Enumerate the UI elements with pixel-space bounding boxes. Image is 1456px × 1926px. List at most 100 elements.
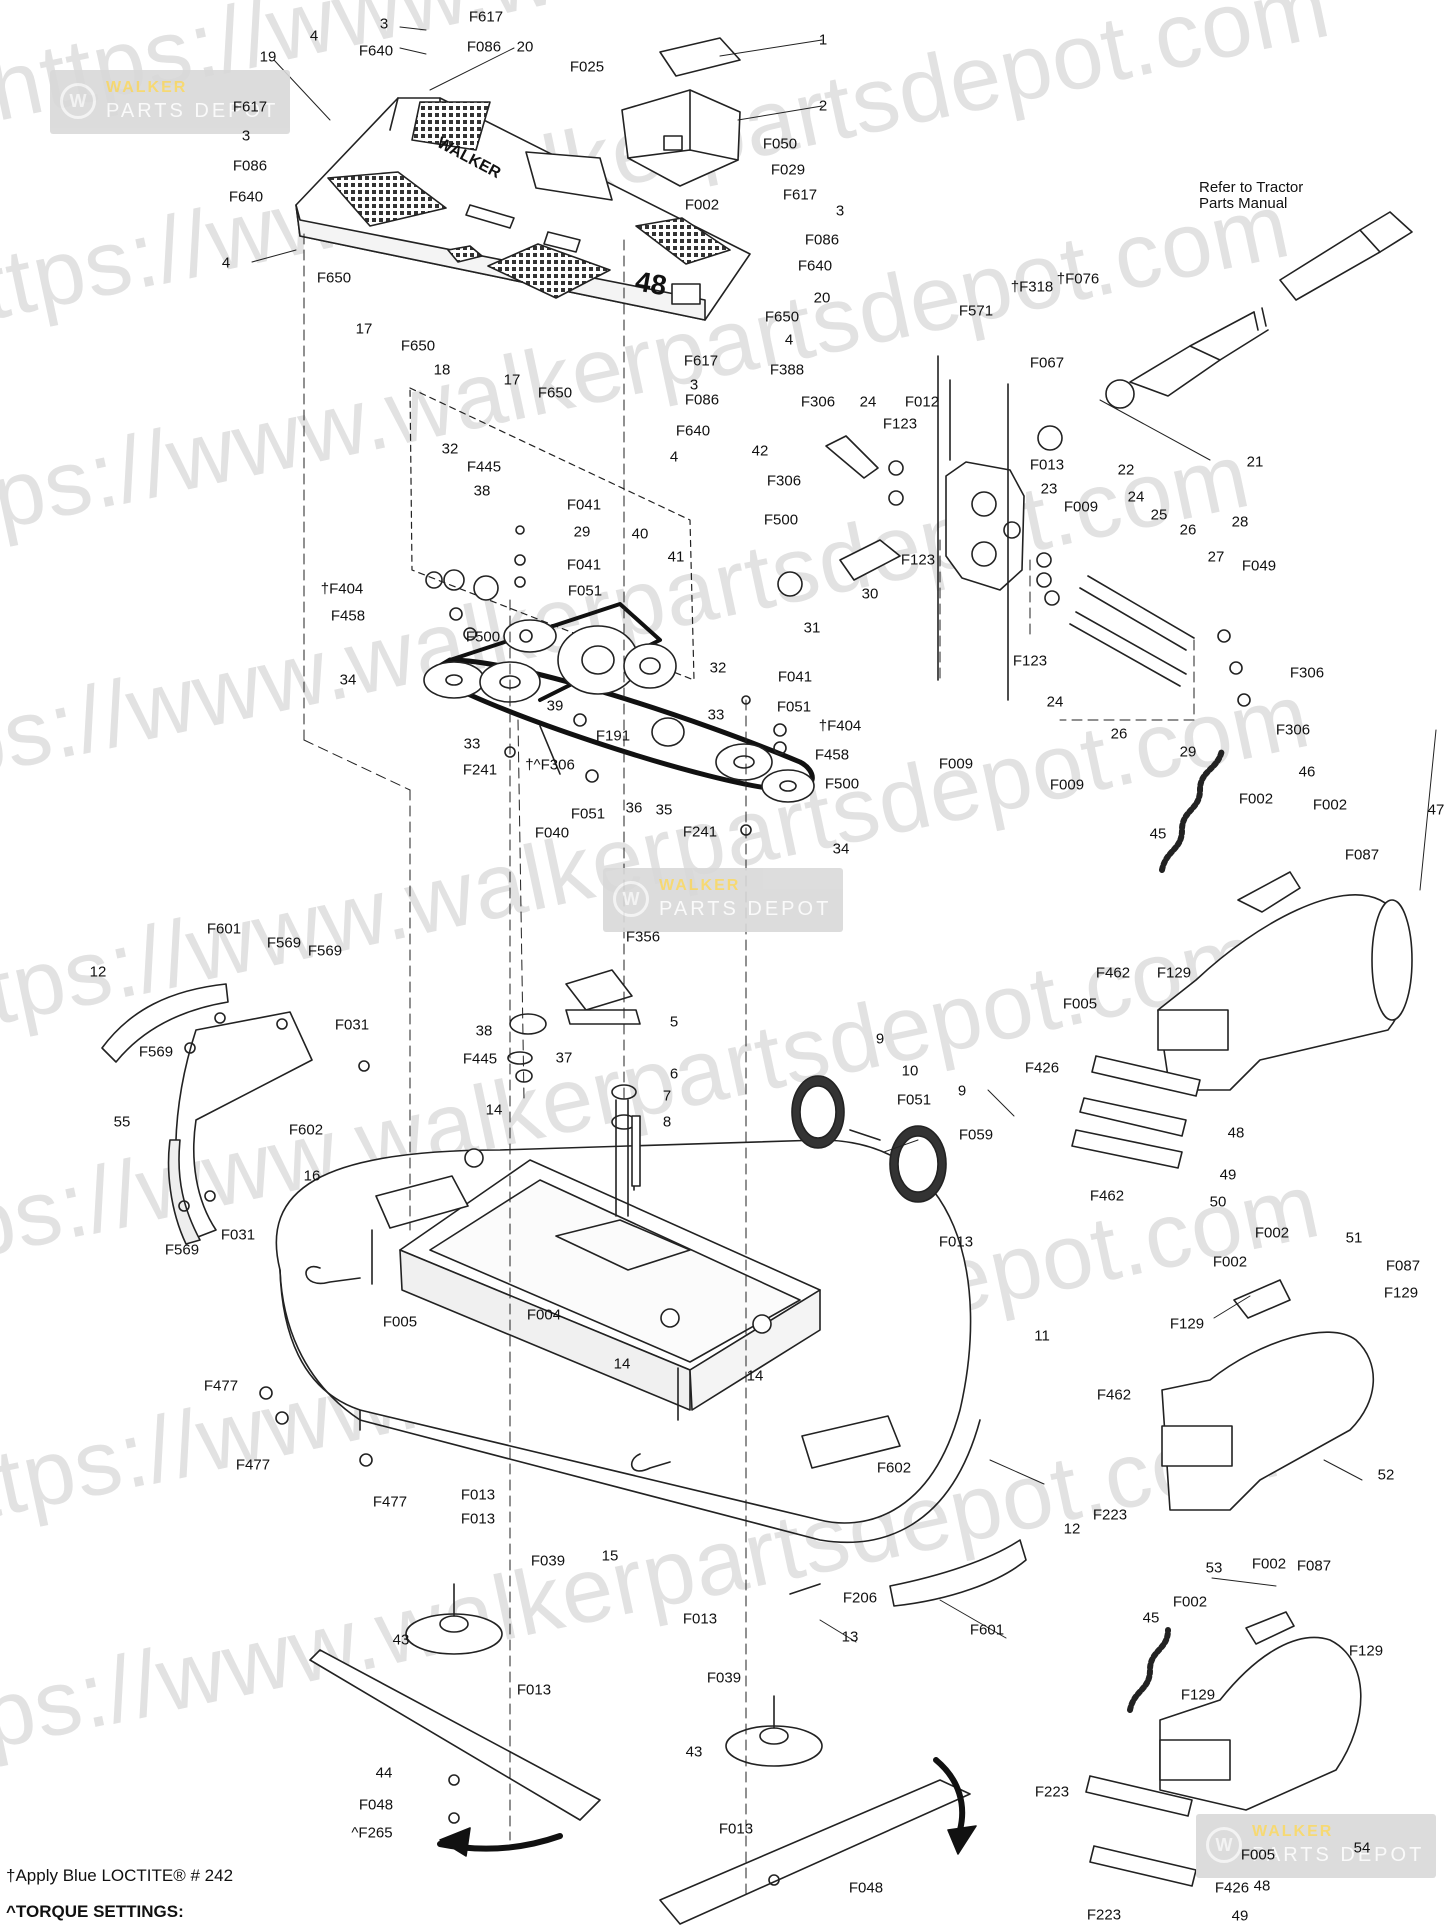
deck-cover: 48 WALKER	[295, 97, 751, 321]
part-callout-label: F640	[797, 257, 833, 275]
logo-line-2: PARTS DEPOT	[1252, 1844, 1425, 1866]
part-callout-label: F426	[1024, 1059, 1060, 1077]
left-deflector-shields	[101, 983, 370, 1245]
part-callout-label: F388	[769, 361, 805, 379]
part-callout-label: F129	[1383, 1284, 1419, 1302]
right-deflector-and-blades	[309, 1075, 1027, 1925]
leader-lines	[251, 26, 1437, 1643]
part-callout-label: 49	[1219, 1166, 1237, 1184]
part-callout-label: F129	[1348, 1642, 1384, 1660]
part-callout-label: 11	[1034, 1327, 1050, 1345]
part-callout-label: F051	[567, 582, 603, 600]
part-callout-label: 47	[1427, 801, 1445, 819]
part-callout-label: F617	[683, 352, 719, 370]
part-callout-label: 37	[555, 1049, 573, 1067]
part-callout-label: F500	[763, 511, 799, 529]
part-callout-label: F041	[777, 668, 813, 686]
part-callout-label: 53	[1205, 1559, 1223, 1577]
walker-logo-icon: W	[1206, 1827, 1242, 1863]
part-callout-label: 50	[1209, 1193, 1227, 1211]
part-callout-label: F650	[316, 269, 352, 287]
part-callout-label: F012	[904, 393, 940, 411]
part-callout-label: F458	[814, 746, 850, 764]
part-callout-label: 14	[746, 1367, 764, 1385]
part-callout-label: 20	[516, 38, 534, 56]
part-callout-label: †F404	[320, 580, 364, 598]
part-callout-label: F569	[266, 934, 302, 952]
part-callout-label: 45	[1149, 825, 1167, 843]
part-callout-label: F013	[682, 1610, 718, 1628]
part-callout-label: 43	[392, 1631, 410, 1649]
part-callout-label: F086	[684, 391, 720, 409]
part-callout-label: F039	[530, 1552, 566, 1570]
part-callout-label: 40	[631, 525, 649, 543]
part-callout-label: 52	[1377, 1466, 1395, 1484]
part-callout-label: 3	[379, 15, 389, 33]
part-callout-label: 38	[473, 482, 491, 500]
part-callout-label: F005	[382, 1313, 418, 1331]
part-callout-label: F031	[220, 1226, 256, 1244]
part-callout-label: 39	[546, 697, 564, 715]
part-callout-label: 12	[89, 963, 107, 981]
part-callout-label: 35	[655, 801, 673, 819]
part-callout-label: 19	[259, 48, 277, 66]
part-callout-label: F241	[682, 823, 718, 841]
part-callout-label: F025	[569, 58, 605, 76]
part-callout-label: F123	[882, 415, 918, 433]
part-callout-label: 9	[875, 1030, 885, 1048]
part-callout-label: 48	[1227, 1124, 1245, 1142]
part-callout-label: F086	[804, 231, 840, 249]
reference-line-2: Parts Manual	[1199, 195, 1288, 212]
part-callout-label: F477	[203, 1377, 239, 1395]
part-callout-label: F617	[468, 8, 504, 26]
part-callout-label: 25	[1150, 506, 1168, 524]
part-callout-label: 41	[667, 548, 685, 566]
part-callout-label: F617	[232, 98, 268, 116]
part-callout-label: F477	[235, 1456, 271, 1474]
part-callout-label: F617	[782, 186, 818, 204]
part-callout-label: F650	[400, 337, 436, 355]
part-callout-label: 26	[1110, 725, 1128, 743]
part-callout-label: F445	[466, 458, 502, 476]
part-callout-label: F426	[1214, 1879, 1250, 1897]
part-callout-label: 51	[1345, 1229, 1363, 1247]
part-callout-label: F206	[842, 1589, 878, 1607]
part-callout-label: F306	[766, 472, 802, 490]
part-callout-label: F223	[1086, 1906, 1122, 1924]
part-callout-label: 3	[835, 202, 845, 220]
part-callout-label: 34	[339, 671, 357, 689]
part-callout-label: F571	[958, 302, 994, 320]
part-callout-label: 9	[957, 1082, 967, 1100]
part-callout-label: F602	[288, 1121, 324, 1139]
watermark-logo-badge: W WALKER PARTS DEPOT	[50, 70, 290, 134]
part-callout-label: 6	[669, 1065, 679, 1083]
part-callout-label: 12	[1063, 1520, 1081, 1538]
tractor-manual-reference: Refer to Tractor Parts Manual	[1199, 180, 1303, 212]
part-callout-label: F241	[462, 761, 498, 779]
part-callout-label: F191	[595, 727, 631, 745]
part-callout-label: 24	[859, 393, 877, 411]
part-callout-label: 1	[818, 31, 828, 49]
part-callout-label: F040	[534, 824, 570, 842]
part-callout-label: F041	[566, 496, 602, 514]
part-callout-label: F050	[762, 135, 798, 153]
part-callout-label: F002	[684, 196, 720, 214]
part-callout-label: 22	[1117, 461, 1135, 479]
deck-size-mark: 48	[633, 265, 669, 301]
part-callout-label: 10	[901, 1062, 919, 1080]
part-callout-label: F002	[1212, 1253, 1248, 1271]
part-callout-label: 54	[1353, 1839, 1371, 1857]
part-callout-label: F039	[706, 1669, 742, 1687]
part-callout-label: F004	[526, 1306, 562, 1324]
part-callout-label: F500	[465, 628, 501, 646]
part-callout-label: F013	[1029, 456, 1065, 474]
part-callout-label: 44	[375, 1764, 393, 1782]
part-callout-label: 43	[685, 1743, 703, 1761]
center-hardware	[507, 969, 641, 1191]
part-callout-label: F041	[566, 556, 602, 574]
part-callout-label: F569	[307, 942, 343, 960]
part-callout-label: 33	[463, 735, 481, 753]
logo-line-2: PARTS DEPOT	[106, 100, 279, 122]
part-callout-label: F462	[1095, 964, 1131, 982]
